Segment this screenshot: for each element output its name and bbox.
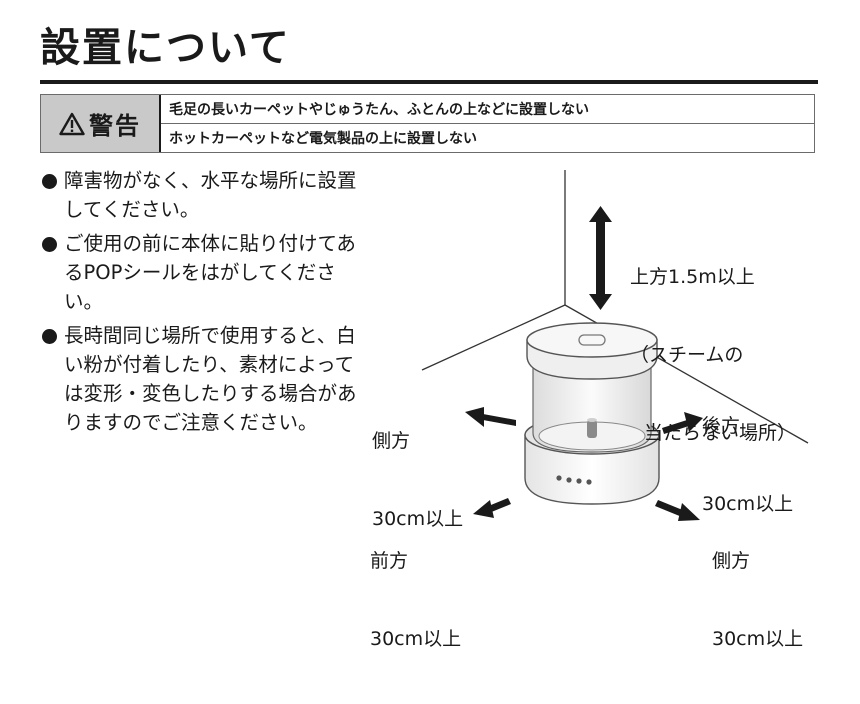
clearance-diagram: 上方1.5m以上 （スチームの 当たらない場所） 側方 30cm以上 後方 30… (360, 160, 860, 650)
page-title: 設置について (40, 25, 291, 71)
front-clearance-line1: 前方 (370, 550, 409, 572)
floor-left-line (421, 304, 566, 371)
back-clearance-line2: 30cm以上 (702, 493, 794, 515)
back-clearance-arrow-icon (662, 412, 703, 434)
instruction-item: ご使用の前に本体に貼り付けてあるPOPシールをはがしてください。 (40, 229, 372, 316)
right-clearance-arrow-icon (655, 500, 700, 521)
top-clearance-label: 上方1.5m以上 （スチームの 当たらない場所） (630, 212, 796, 498)
warning-box: 警告 毛足の長いカーペットやじゅうたん、ふとんの上などに設置しない ホットカーペ… (40, 94, 815, 153)
top-clearance-line1: 上方1.5m以上 (630, 266, 755, 288)
warning-list: 毛足の長いカーペットやじゅうたん、ふとんの上などに設置しない ホットカーペットな… (161, 95, 814, 152)
instruction-text: 長時間同じ場所で使用すると、白い粉が付着したり、素材によっては変形・変色したりす… (64, 324, 357, 434)
front-clearance-line2: 30cm以上 (370, 628, 462, 650)
side-left-clearance-line2: 30cm以上 (372, 508, 464, 530)
side-right-clearance-line1: 側方 (712, 550, 751, 572)
bullet-dot-icon (42, 237, 57, 252)
warning-item: ホットカーペットなど電気製品の上に設置しない (161, 123, 814, 152)
humidifier-illustration (524, 322, 660, 505)
instruction-item: 長時間同じ場所で使用すると、白い粉が付着したり、素材によっては変形・変色したりす… (40, 321, 372, 437)
top-clearance-arrow-icon (589, 206, 612, 310)
bullet-dot-icon (42, 329, 57, 344)
side-left-clearance-label: 側方 30cm以上 (372, 376, 463, 584)
instruction-item: 障害物がなく、水平な場所に設置してください。 (40, 166, 372, 224)
warning-item: 毛足の長いカーペットやじゅうたん、ふとんの上などに設置しない (169, 102, 589, 118)
top-clearance-line2: （スチームの (630, 344, 744, 366)
instruction-text: ご使用の前に本体に貼り付けてあるPOPシールをはがしてください。 (64, 232, 356, 313)
clearance-diagram-svg (421, 170, 809, 521)
back-clearance-line1: 後方 (702, 415, 741, 437)
instruction-list: 障害物がなく、水平な場所に設置してください。 ご使用の前に本体に貼り付けてあるP… (40, 166, 372, 442)
front-clearance-label: 前方 30cm以上 (370, 496, 461, 704)
warning-triangle-icon (59, 112, 85, 135)
left-clearance-arrow-icon (465, 407, 516, 427)
instruction-text: 障害物がなく、水平な場所に設置してください。 (64, 169, 357, 221)
side-right-clearance-label: 側方 30cm以上 (712, 496, 803, 704)
front-clearance-arrow-icon (473, 498, 511, 518)
back-clearance-label: 後方 30cm以上 (702, 361, 793, 569)
side-left-clearance-line1: 側方 (372, 430, 411, 452)
side-right-clearance-line2: 30cm以上 (712, 628, 804, 650)
warning-header: 警告 (41, 95, 161, 152)
title-underline (40, 80, 818, 84)
top-clearance-line3: 当たらない場所） (644, 422, 797, 444)
warning-label: 警告 (89, 112, 141, 140)
bullet-dot-icon (42, 174, 57, 189)
